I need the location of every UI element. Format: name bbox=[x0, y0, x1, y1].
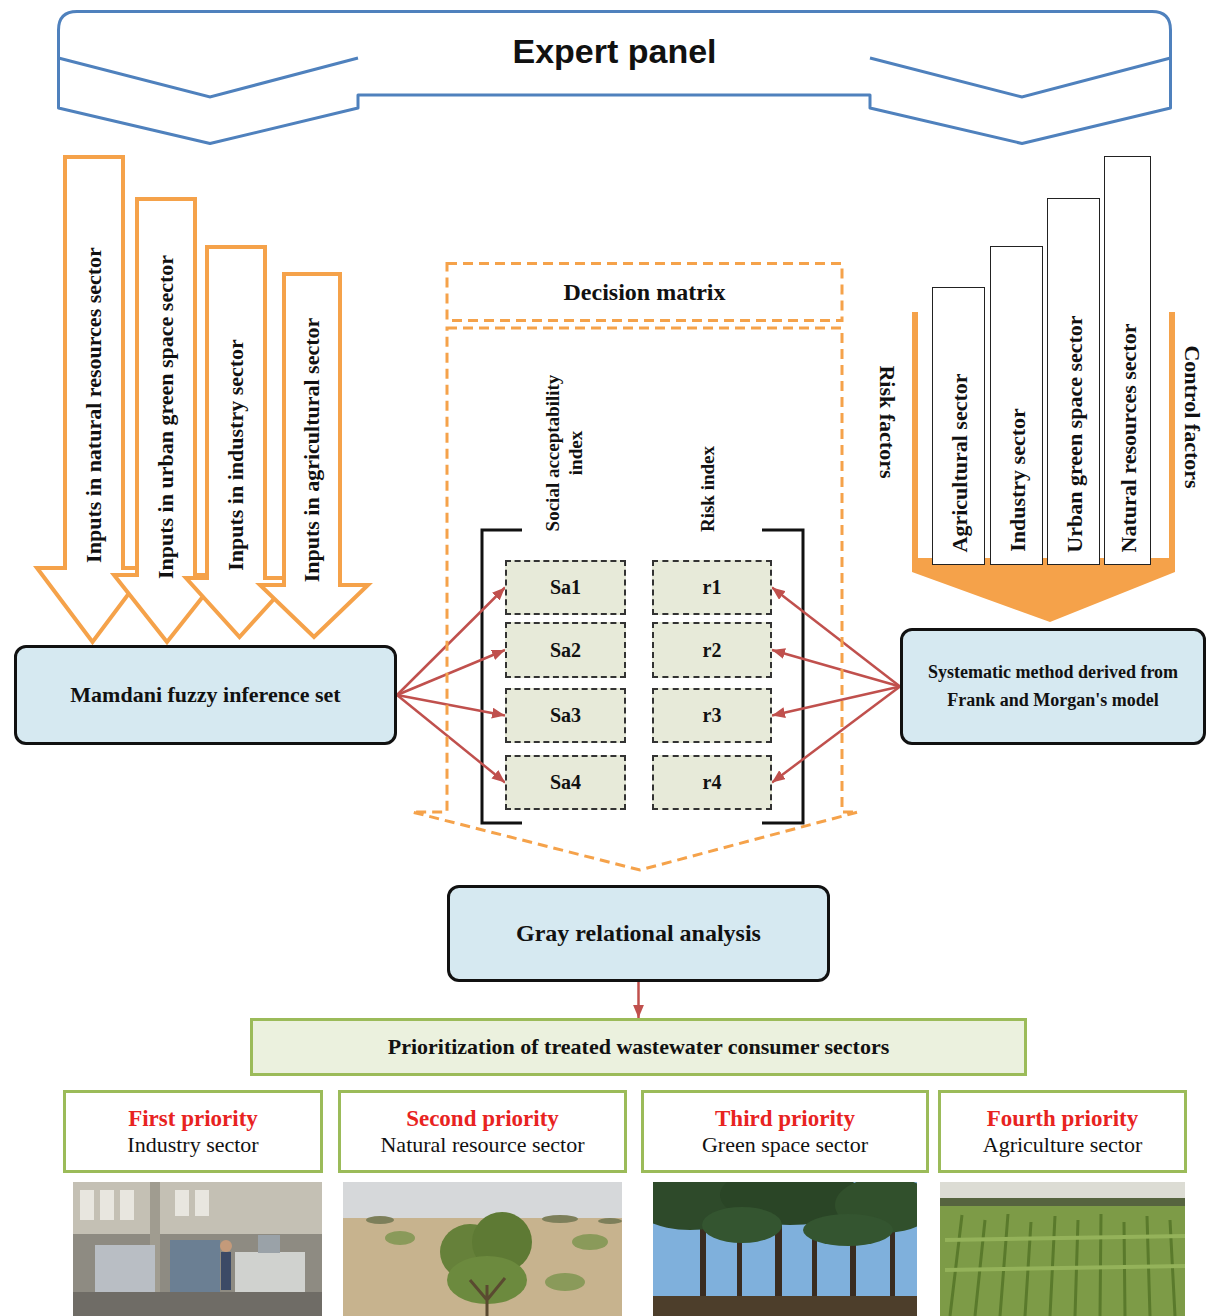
cell-label: r2 bbox=[703, 639, 722, 662]
rotated-text-holder: Inputs in agricultural sector bbox=[299, 318, 325, 583]
connector-arrow bbox=[772, 687, 900, 716]
funnel-point bbox=[912, 558, 1175, 622]
matrix-outline bbox=[410, 262, 860, 872]
priority-box: First priorityIndustry sector bbox=[63, 1090, 323, 1173]
desert-photo bbox=[343, 1182, 622, 1316]
priority-sector: Industry sector bbox=[127, 1132, 258, 1158]
priority-sector: Green space sector bbox=[702, 1132, 868, 1158]
box-label: Mamdani fuzzy inference set bbox=[70, 682, 340, 708]
rotated-text-holder: Natural resources sector bbox=[1115, 323, 1141, 552]
field-photo bbox=[940, 1182, 1185, 1316]
sector-label: Urban green space sector bbox=[1061, 315, 1087, 552]
rotated-text-holder: Industry sector bbox=[1004, 408, 1030, 552]
connector-arrow bbox=[397, 695, 505, 783]
priority-box: Fourth priorityAgriculture sector bbox=[938, 1090, 1187, 1173]
priority-sector: Agriculture sector bbox=[983, 1132, 1142, 1158]
matrix-cell: r1 bbox=[652, 560, 772, 615]
factor-label: Risk factors bbox=[874, 365, 900, 478]
priority-box: Third priorityGreen space sector bbox=[641, 1090, 929, 1173]
cell-label: Sa1 bbox=[550, 576, 581, 599]
rotated-text-holder: Inputs in urban green space sector bbox=[153, 255, 179, 579]
hollow-arrow bbox=[37, 157, 148, 642]
priority-sector: Natural resource sector bbox=[380, 1132, 584, 1158]
input-arrow: Inputs in natural resources sector bbox=[35, 155, 150, 645]
connector-arrow bbox=[397, 695, 505, 716]
sector-bar: Agricultural sector bbox=[932, 287, 985, 565]
input-arrow: Inputs in agricultural sector bbox=[258, 272, 370, 640]
sector-label: Agricultural sector bbox=[946, 373, 972, 552]
input-label: Inputs in natural resources sector bbox=[81, 247, 107, 563]
cell-label: Sa4 bbox=[550, 771, 581, 794]
rotated-text-holder: Urban green space sector bbox=[1061, 315, 1087, 552]
box-label: Gray relational analysis bbox=[516, 920, 761, 947]
cell-label: r1 bbox=[703, 576, 722, 599]
box-label: Systematic method derived from Frank and… bbox=[917, 659, 1189, 715]
cell-label: r4 bbox=[703, 771, 722, 794]
hollow-arrow bbox=[114, 199, 220, 642]
matrix-cell: Sa3 bbox=[505, 688, 626, 743]
cell-label: Sa2 bbox=[550, 639, 581, 662]
expert-panel-brace: Expert panel bbox=[57, 10, 1172, 145]
sector-bar: Natural resources sector bbox=[1104, 156, 1151, 565]
result-box: Prioritization of treated wastewater con… bbox=[250, 1018, 1027, 1076]
matrix-cell: r3 bbox=[652, 688, 772, 743]
matrix-cell: Sa2 bbox=[505, 622, 626, 678]
matrix-cell: r2 bbox=[652, 622, 772, 678]
priority-rank: Third priority bbox=[715, 1105, 855, 1133]
trees-photo bbox=[653, 1182, 917, 1316]
priority-box: Second priorityNatural resource sector bbox=[338, 1090, 627, 1173]
cell-label: r3 bbox=[703, 704, 722, 727]
hollow-arrow bbox=[186, 247, 293, 637]
cell-label: Sa3 bbox=[550, 704, 581, 727]
hollow-arrow bbox=[260, 274, 368, 637]
matrix-cell: r4 bbox=[652, 755, 772, 810]
priority-rank: First priority bbox=[128, 1105, 258, 1133]
panel-title: Expert panel bbox=[512, 32, 716, 71]
connector-arrow bbox=[637, 982, 640, 1018]
process-box: Gray relational analysis bbox=[447, 885, 830, 982]
connector-arrow bbox=[772, 650, 900, 687]
input-label: Inputs in industry sector bbox=[223, 339, 249, 571]
matrix-title: Decision matrix bbox=[564, 279, 726, 306]
box-label: Prioritization of treated wastewater con… bbox=[388, 1034, 890, 1060]
rotated-text-holder: Risk factors bbox=[874, 365, 900, 478]
factor-label: Control factors bbox=[1179, 345, 1205, 488]
sector-bar: Urban green space sector bbox=[1047, 198, 1100, 565]
title-holder: Decision matrix bbox=[447, 262, 842, 322]
brace-shape bbox=[59, 12, 1171, 144]
rotated-text-holder: Inputs in natural resources sector bbox=[81, 247, 107, 563]
priority-rank: Fourth priority bbox=[987, 1105, 1138, 1133]
process-box: Systematic method derived from Frank and… bbox=[900, 628, 1206, 745]
matrix-cell: Sa1 bbox=[505, 560, 626, 615]
rotated-text-holder: Risk index bbox=[697, 446, 720, 532]
connector-arrow bbox=[397, 588, 505, 696]
priority-rank: Second priority bbox=[406, 1105, 559, 1133]
column-header: Social acceptability index bbox=[542, 350, 588, 555]
rotated-text-holder: Agricultural sector bbox=[946, 373, 972, 552]
title-frame bbox=[447, 264, 842, 321]
process-box: Mamdani fuzzy inference set bbox=[14, 645, 397, 745]
input-label: Inputs in agricultural sector bbox=[299, 318, 325, 583]
connector-arrow bbox=[772, 687, 900, 783]
input-arrow: Inputs in industry sector bbox=[184, 245, 295, 640]
rotated-text-holder: Social acceptability index bbox=[542, 350, 588, 555]
connector-arrow bbox=[772, 588, 900, 687]
rotated-text-holder: Control factors bbox=[1179, 345, 1205, 488]
sector-label: Industry sector bbox=[1004, 408, 1030, 552]
decision-matrix: Decision matrixSa1Sa2Sa3Sa4 r1 r2 r3 r4 bbox=[410, 262, 860, 872]
sector-bar: Industry sector bbox=[990, 246, 1043, 565]
industry-photo bbox=[73, 1182, 322, 1316]
connector-arrow bbox=[397, 650, 505, 695]
rotated-text-holder: Inputs in industry sector bbox=[223, 339, 249, 571]
matrix-frame bbox=[412, 328, 858, 870]
sector-label: Natural resources sector bbox=[1115, 323, 1141, 552]
input-label: Inputs in urban green space sector bbox=[153, 255, 179, 579]
brace-outline bbox=[57, 10, 1172, 145]
matrix-cell: Sa4 bbox=[505, 755, 626, 810]
column-header: Risk index bbox=[697, 446, 720, 532]
